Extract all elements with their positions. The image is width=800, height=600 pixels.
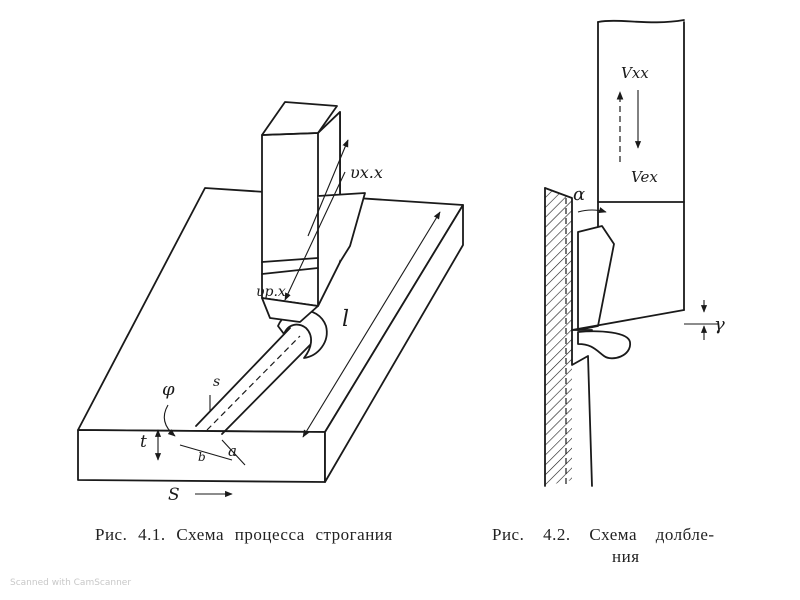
label-t: t bbox=[140, 432, 147, 452]
caption-figure-4-2-line1: Рис. 4.2. Схема долбле- bbox=[492, 525, 715, 544]
label-v-idle: υx.x bbox=[350, 163, 383, 182]
figure-slotting: Vxx Vex α γ bbox=[544, 19, 725, 487]
slotting-cutter bbox=[571, 225, 685, 360]
caption-figure-4-1: Рис. 4.1. Схема процесса строгания bbox=[95, 525, 393, 544]
label-s-feed: S bbox=[168, 485, 180, 505]
slotting-workpiece bbox=[544, 187, 593, 487]
scanner-watermark: Scanned with CamScanner bbox=[10, 578, 132, 588]
figure-planing: υx.x υр.х l φ s t b a S bbox=[77, 101, 464, 505]
stroke-length-dimension bbox=[302, 211, 441, 438]
label-b: b bbox=[198, 450, 206, 464]
label-a: a bbox=[228, 442, 237, 460]
label-v-ex: Vex bbox=[631, 168, 658, 186]
label-gamma: γ bbox=[714, 314, 725, 335]
width-b-dimension bbox=[179, 444, 233, 461]
label-v-work: υр.х bbox=[256, 284, 286, 300]
thickness-a-dimension bbox=[221, 439, 246, 466]
caption-figure-4-2-line2: ния bbox=[612, 547, 640, 566]
angle-phi-arc bbox=[163, 404, 176, 437]
label-s-small: s bbox=[213, 374, 220, 390]
angle-alpha-arc bbox=[577, 207, 607, 214]
label-length: l bbox=[342, 307, 349, 332]
label-phi: φ bbox=[162, 379, 175, 400]
label-alpha: α bbox=[573, 184, 585, 205]
label-v-xx: Vxx bbox=[621, 64, 649, 82]
